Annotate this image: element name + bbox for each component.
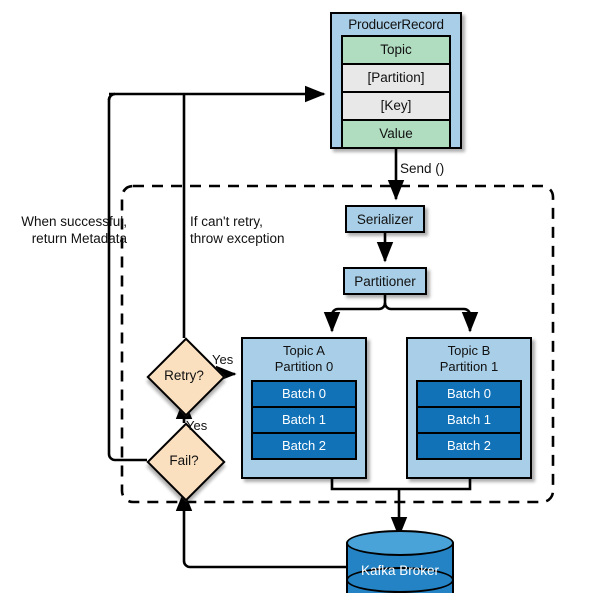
retry-label: Retry? bbox=[164, 367, 204, 383]
topic-a-batch-2[interactable]: Batch 2 bbox=[253, 434, 355, 458]
send-label: Send () bbox=[400, 161, 445, 176]
topic-a-name: Topic A bbox=[283, 343, 325, 358]
topic-a-partition: Partition 0 bbox=[274, 359, 334, 374]
edge-topics-merge bbox=[330, 479, 472, 491]
serializer-box[interactable]: Serializer bbox=[345, 205, 425, 233]
producer-record-title: ProducerRecord bbox=[348, 17, 444, 32]
topic-a-batch-0[interactable]: Batch 0 bbox=[253, 382, 355, 408]
field-partition: [Partition] bbox=[343, 65, 449, 93]
topic-a-batches: Batch 0 Batch 1 Batch 2 bbox=[251, 380, 357, 460]
partitioner-box[interactable]: Partitioner bbox=[343, 267, 427, 295]
topic-b-batch-1[interactable]: Batch 1 bbox=[418, 408, 520, 434]
topic-b-batch-2[interactable]: Batch 2 bbox=[418, 434, 520, 458]
edge-partitioner-topicb bbox=[383, 302, 479, 333]
fail-yes-label: Yes bbox=[186, 418, 208, 433]
topic-a-batch-1[interactable]: Batch 1 bbox=[253, 408, 355, 434]
broker-top-ellipse bbox=[346, 530, 454, 556]
fail-label: Fail? bbox=[169, 452, 199, 468]
retry-yes-label: Yes bbox=[212, 352, 234, 367]
retry-decision[interactable]: Retry? bbox=[146, 337, 226, 417]
edge-broker-to-fail bbox=[175, 490, 346, 569]
edge-up-corner bbox=[107, 85, 326, 103]
annotation-throw: If can't retry,throw exception bbox=[190, 214, 285, 246]
topic-b-header: Topic B Partition 1 bbox=[408, 339, 530, 375]
producer-record-fields: Topic [Partition] [Key] Value bbox=[341, 35, 451, 149]
topic-b-batches: Batch 0 Batch 1 Batch 2 bbox=[416, 380, 522, 460]
topic-a-header: Topic A Partition 0 bbox=[243, 339, 365, 375]
topic-b-box[interactable]: Topic B Partition 1 Batch 0 Batch 1 Batc… bbox=[406, 337, 532, 479]
fail-decision[interactable]: Fail? bbox=[146, 422, 226, 502]
topic-b-name: Topic B bbox=[447, 343, 491, 358]
topic-b-partition: Partition 1 bbox=[439, 359, 499, 374]
annotation-success: When successful,return Metadata bbox=[21, 214, 127, 246]
kafka-broker-cylinder[interactable]: Kafka Broker bbox=[346, 530, 454, 604]
topic-b-batch-0[interactable]: Batch 0 bbox=[418, 382, 520, 408]
broker-label: Kafka Broker bbox=[360, 563, 440, 578]
field-topic: Topic bbox=[343, 37, 449, 65]
topic-a-box[interactable]: Topic A Partition 0 Batch 0 Batch 1 Batc… bbox=[241, 337, 367, 479]
producer-record-box[interactable]: ProducerRecord Topic [Partition] [Key] V… bbox=[330, 12, 462, 149]
field-key: [Key] bbox=[343, 93, 449, 121]
edge-fail-left-up bbox=[107, 92, 147, 462]
producer-boundary-dashed bbox=[120, 184, 555, 504]
broker-bottom-ellipse bbox=[346, 567, 454, 593]
field-value: Value bbox=[343, 121, 449, 147]
edge-partitioner-split bbox=[323, 295, 387, 333]
